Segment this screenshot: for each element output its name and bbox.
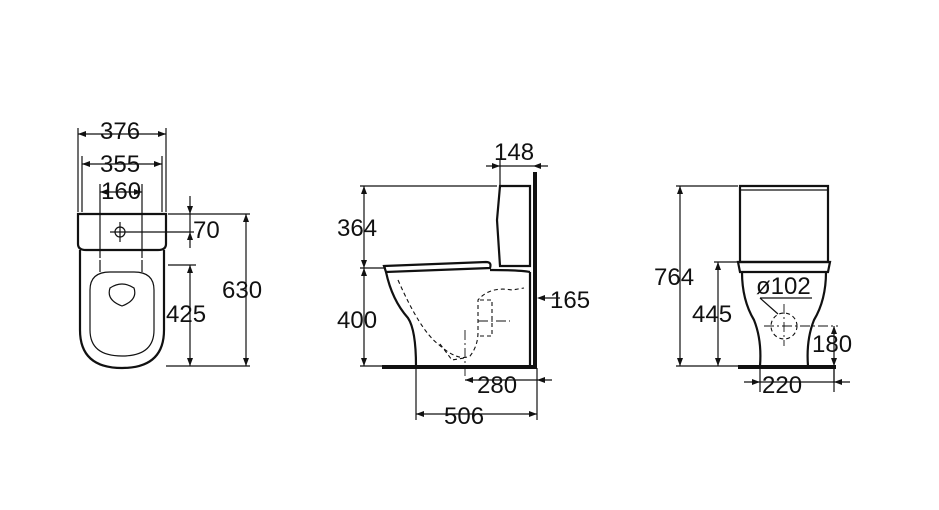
- dim-764: 764: [654, 264, 694, 291]
- rear-view-floor: [738, 365, 836, 369]
- dim-220: 220: [762, 372, 802, 399]
- top-view: 376 355 160 70 425 630: [76, 118, 262, 370]
- side-view-bowl: [384, 268, 532, 367]
- top-view-cistern: [76, 212, 168, 252]
- dim-280: 280: [477, 372, 517, 399]
- rear-view: 764 445 ø102 180 220: [654, 184, 852, 399]
- dim-630: 630: [222, 277, 262, 304]
- top-view-bowl-opening: [108, 283, 136, 307]
- dim-180: 180: [812, 331, 852, 358]
- rear-view-cistern: [738, 184, 830, 264]
- top-view-seat: [89, 271, 155, 357]
- dim-160: 160: [101, 178, 141, 205]
- dim-376: 376: [100, 118, 140, 145]
- rear-view-seat: [736, 260, 832, 274]
- dim-70: 70: [193, 217, 220, 244]
- side-view-seat: [382, 260, 492, 274]
- side-view-floor: [382, 365, 537, 369]
- dim-diameter-102: ø102: [756, 273, 811, 300]
- dim-148: 148: [494, 139, 534, 166]
- dim-165: 165: [550, 287, 590, 314]
- top-view-bowl: [78, 250, 166, 370]
- rear-view-pedestal: [740, 271, 828, 367]
- side-view-wall: [533, 172, 537, 368]
- side-view-cistern: [495, 184, 532, 268]
- dim-445: 445: [692, 301, 732, 328]
- dim-355: 355: [100, 151, 140, 178]
- dim-506: 506: [444, 403, 484, 430]
- side-view: 148 364 400 165 280 506: [337, 139, 590, 430]
- dim-364: 364: [337, 215, 377, 242]
- dim-400: 400: [337, 307, 377, 334]
- dim-425: 425: [166, 301, 206, 328]
- side-view-trapway: [397, 279, 525, 359]
